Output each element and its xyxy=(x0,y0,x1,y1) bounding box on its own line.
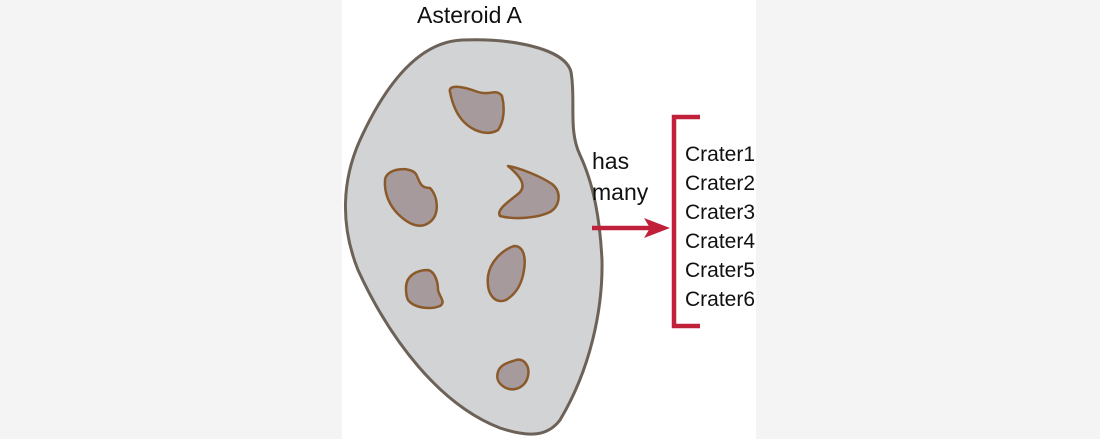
crater-list-item-3: Crater3 xyxy=(685,201,756,224)
crater-1 xyxy=(448,85,505,134)
diagram-title: Asteroid A xyxy=(417,2,522,28)
crater-list-item-2: Crater2 xyxy=(685,172,756,195)
crater-list-item-6: Crater6 xyxy=(685,288,756,311)
arrow-right-icon xyxy=(592,218,670,238)
relation-label-line2: many xyxy=(592,179,649,205)
asteroid-body xyxy=(344,38,604,436)
crater-list: Crater1 Crater2 Crater3 Crater4 Crater5 … xyxy=(685,140,755,314)
crater-4 xyxy=(486,244,526,303)
relation-label-line1: has xyxy=(592,148,630,174)
crater-6 xyxy=(496,358,530,391)
crater-2 xyxy=(383,167,438,227)
crater-list-item-4: Crater4 xyxy=(685,230,756,253)
crater-3 xyxy=(497,164,560,220)
bracket-left-icon xyxy=(671,114,700,329)
relation-label: has many xyxy=(592,146,648,208)
crater-list-item-1: Crater1 xyxy=(685,143,756,166)
crater-5 xyxy=(404,268,444,310)
crater-list-item-5: Crater5 xyxy=(685,259,756,282)
